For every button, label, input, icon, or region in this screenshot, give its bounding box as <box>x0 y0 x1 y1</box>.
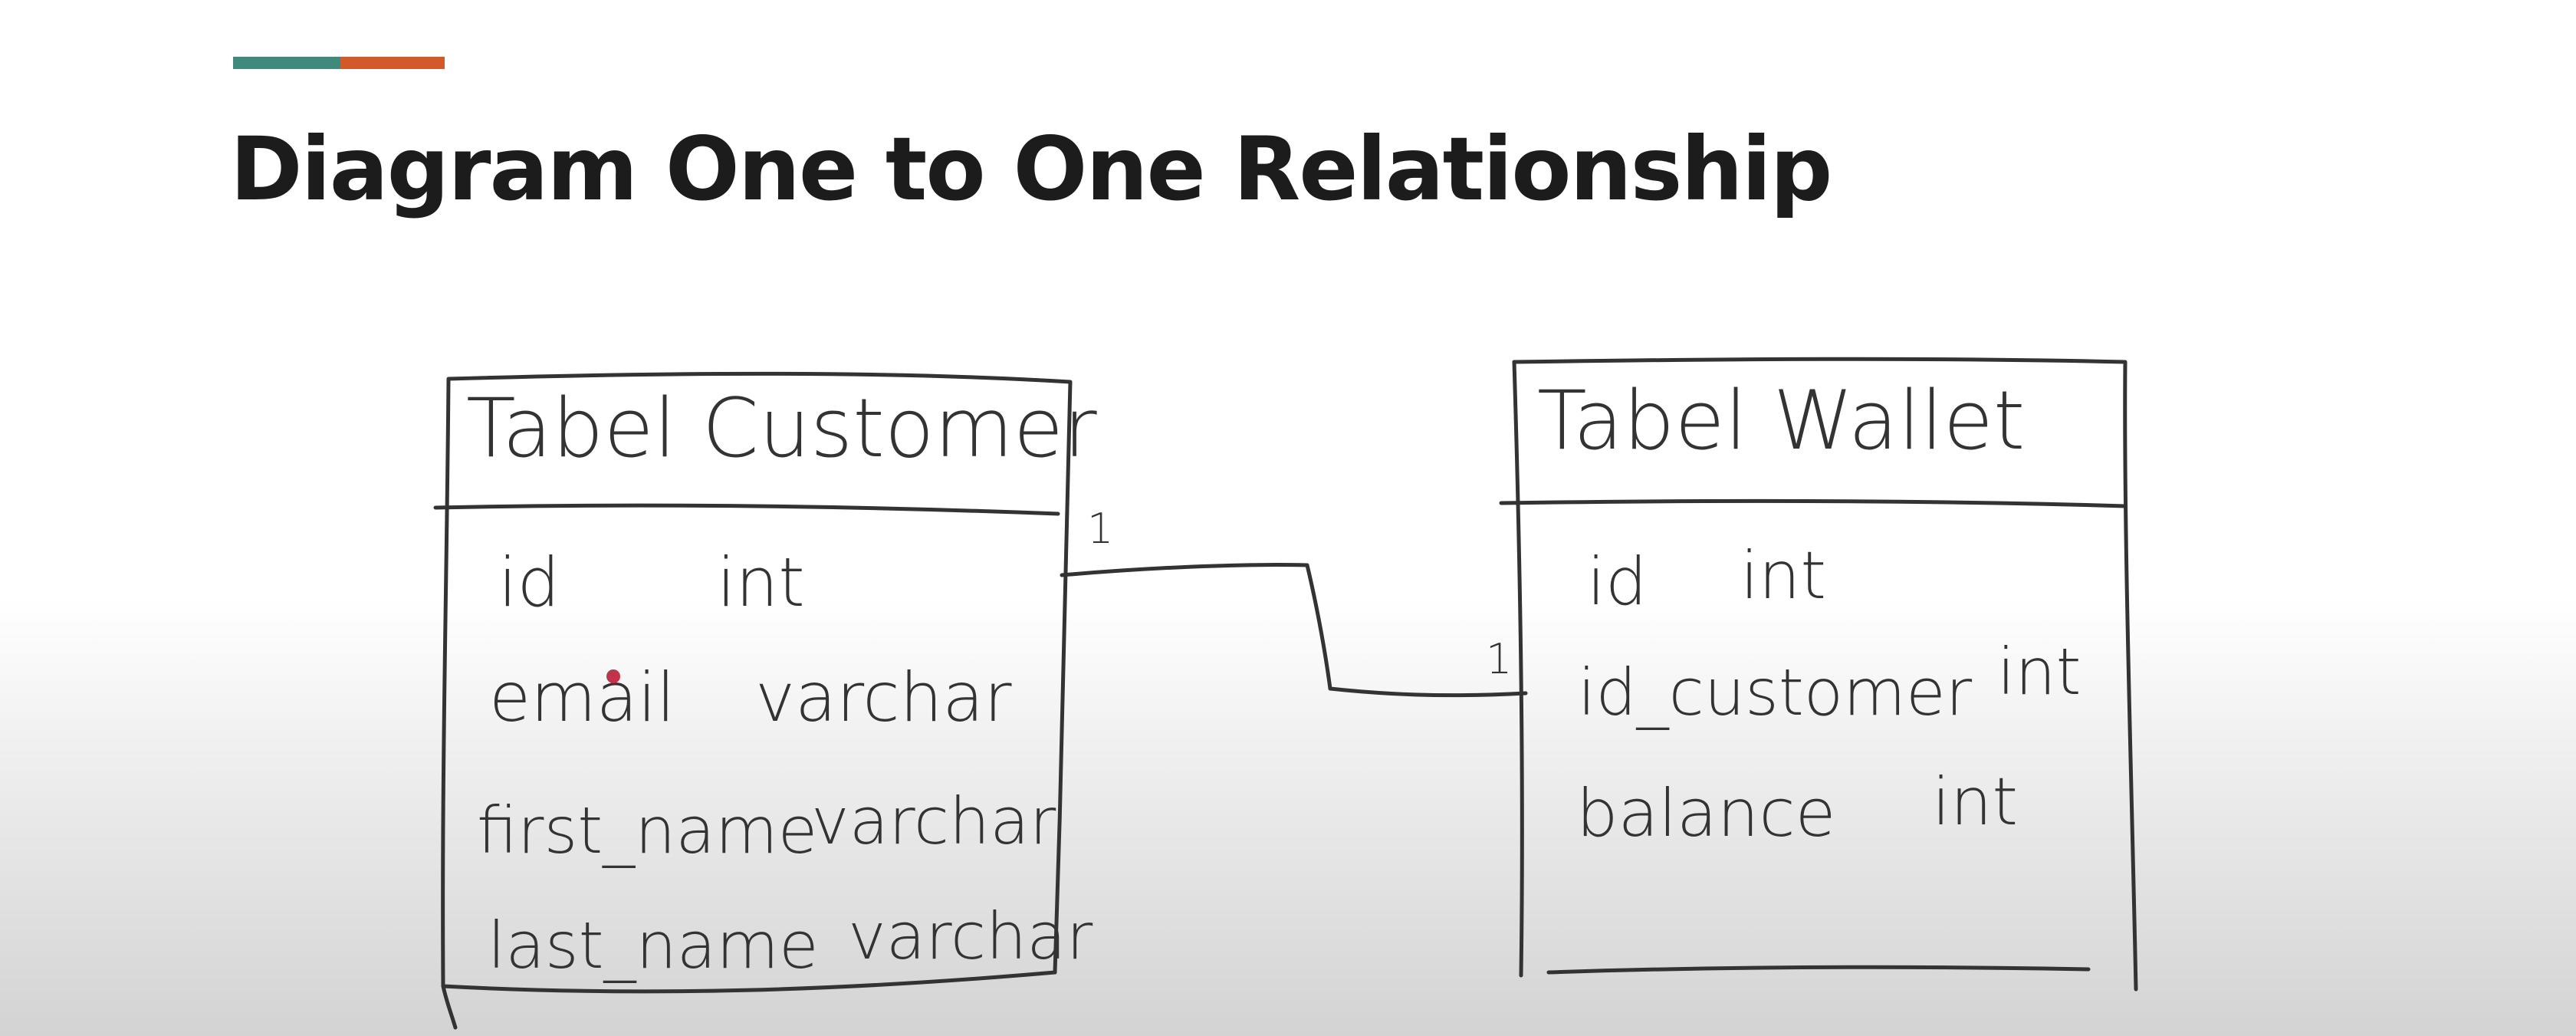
customer-col-name-3: first_name <box>477 793 817 868</box>
wallet-header-divider <box>1499 498 2128 508</box>
customer-col-type-4: varchar <box>848 899 1093 974</box>
customer-table: Tabel Customer id int email varchar firs… <box>433 371 1097 1030</box>
wallet-col-type-1: int <box>1740 538 1826 614</box>
customer-col-name-2: email <box>489 658 675 737</box>
customer-col-type-3: varchar <box>811 784 1056 859</box>
pointer-dot <box>606 669 620 683</box>
relationship-connector: 1 1 <box>1060 505 1528 698</box>
customer-header-divider <box>433 503 1060 516</box>
wallet-left-border <box>1512 360 1524 978</box>
wallet-col-type-2: int <box>1997 634 2082 709</box>
title-accent-bar <box>233 57 445 69</box>
customer-border-tail <box>441 984 458 1030</box>
accent-green-segment <box>233 57 340 69</box>
customer-col-name-1: id <box>498 543 560 622</box>
accent-orange-segment <box>340 57 445 69</box>
wallet-bottom-line <box>1546 965 2091 975</box>
wallet-table-name: Tabel Wallet <box>1537 373 2025 468</box>
customer-table-border <box>441 371 1073 994</box>
relationship-line <box>1060 563 1528 698</box>
wallet-col-name-3: balance <box>1576 775 1836 852</box>
wallet-col-type-3: int <box>1932 764 2018 840</box>
customer-col-name-4: last_name <box>488 908 819 983</box>
wallet-col-name-1: id <box>1587 544 1647 620</box>
customer-col-type-2: varchar <box>755 658 1012 737</box>
cardinality-customer: 1 <box>1087 505 1113 553</box>
wallet-table: Tabel Wallet id int id_customer int bala… <box>1499 357 2138 992</box>
cardinality-wallet: 1 <box>1486 635 1512 683</box>
wallet-col-name-2: id_customer <box>1578 655 1973 730</box>
customer-table-name: Tabel Customer <box>466 381 1097 475</box>
slide-title: Diagram One to One Relationship <box>230 118 1832 220</box>
wallet-table-border <box>1512 357 2138 992</box>
customer-col-type-1: int <box>717 543 805 622</box>
